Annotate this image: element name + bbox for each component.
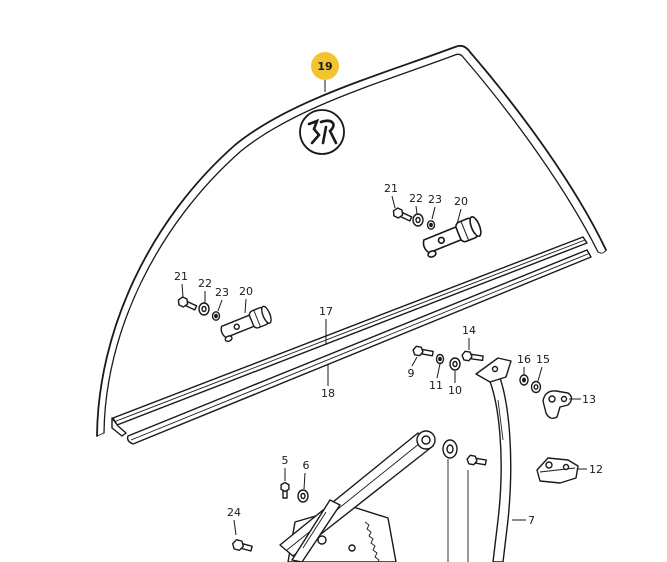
callout-23-right: 23 (428, 193, 442, 206)
leader-line (303, 472, 306, 490)
callout-7: 7 (528, 514, 535, 527)
washer-10 (449, 357, 461, 371)
washer-23-left (211, 311, 221, 321)
highlight-badge (311, 52, 339, 80)
callout-17: 17 (319, 305, 333, 318)
callout-20-left: 20 (239, 285, 253, 298)
callout-18: 18 (321, 387, 335, 400)
callout-24: 24 (227, 506, 241, 519)
hinge-20-right (422, 216, 482, 258)
callout-19: 19 (317, 60, 332, 73)
callout-6: 6 (303, 459, 310, 472)
callout-22-right: 22 (409, 192, 423, 205)
callout-14: 14 (462, 324, 476, 337)
bolt-regulator (466, 454, 487, 466)
callout-12: 12 (589, 463, 603, 476)
leader-line (181, 283, 184, 298)
part-stop-block-12 (536, 457, 579, 484)
bolt-5 (280, 481, 290, 499)
washer-15 (530, 380, 542, 394)
bolt-9 (412, 345, 434, 357)
leader-line (233, 519, 237, 536)
washer-16 (519, 374, 529, 386)
part-weatherstrip-18 (126, 249, 592, 445)
hinge-20-left (220, 305, 272, 343)
bolt-24 (231, 538, 253, 552)
washer-6 (297, 489, 309, 503)
callout-13: 13 (582, 393, 596, 406)
part-weatherstrip-17 (111, 236, 588, 437)
leader-line (415, 205, 418, 215)
bolt-21-right (392, 207, 413, 222)
callout-21-right: 21 (384, 182, 398, 195)
washer-11 (435, 353, 445, 365)
callout-11: 11 (429, 379, 443, 392)
leader-line (436, 363, 441, 379)
leader-line (456, 208, 462, 225)
part-guide-rail-7 (475, 357, 512, 562)
leader-line (431, 206, 436, 220)
washer-23-right (426, 220, 436, 230)
leader-line (217, 299, 223, 312)
leader-line (537, 366, 543, 382)
callout-9: 9 (408, 367, 415, 380)
callout-22-left: 22 (198, 277, 212, 290)
bolt-21-left (177, 296, 198, 311)
callout-15: 15 (536, 353, 550, 366)
callout-19-highlight: 19 (311, 52, 339, 92)
leader-line (411, 356, 418, 367)
callout-20-right: 20 (454, 195, 468, 208)
callout-21-left: 21 (174, 270, 188, 283)
bolt-14 (461, 350, 484, 362)
callout-23-left: 23 (215, 286, 229, 299)
part-window-regulator (279, 430, 436, 562)
part-window-frame (96, 44, 607, 437)
manufacturer-logo-icon (299, 109, 345, 155)
washer-22-left (198, 302, 210, 316)
leader-line (391, 195, 396, 209)
leader-line (244, 298, 247, 314)
callout-5: 5 (282, 454, 289, 467)
callout-16: 16 (517, 353, 531, 366)
washer-regulator (442, 439, 458, 459)
washer-22-right (412, 213, 424, 227)
callout-10: 10 (448, 384, 462, 397)
part-bracket-13 (542, 390, 573, 420)
